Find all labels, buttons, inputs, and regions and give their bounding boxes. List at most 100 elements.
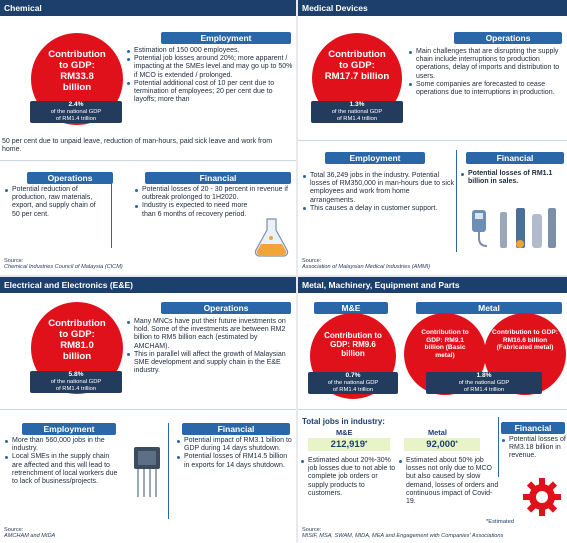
- medical-financial-list: Potential losses of RM1.1 billion in sal…: [460, 170, 566, 186]
- medical-header: Medical Devices: [298, 0, 567, 16]
- list-item: Total 36,249 jobs in the industry. Poten…: [302, 172, 456, 205]
- ee-financial-pill: Financial: [182, 423, 290, 435]
- mmep-metal-gdp-share: 1.8% of the national GDP of RM1.4 trilli…: [426, 372, 542, 394]
- chemical-employment-list: Estimation of 150 000 employees. Potenti…: [126, 47, 294, 104]
- ee-source: Source: AMCHAM and MIDA: [4, 527, 244, 539]
- list-item: Potential impact of RM3.1 billion to GDP…: [176, 437, 294, 453]
- medical-device-icon: [472, 208, 556, 248]
- chemical-gdp-pct: 2.4%: [68, 101, 84, 108]
- mmep-metal-pct-base: of RM1.4 trillion: [463, 386, 505, 393]
- mmep-me-pct-of: of the national GDP: [327, 379, 379, 386]
- mmep-me-pct-base: of RM1.4 trillion: [332, 386, 374, 393]
- mmep-jobs-me-value: 212,919*: [308, 438, 390, 451]
- mmep-me-contribution: Contribution to GDP: RM9.6 billion: [324, 331, 382, 359]
- mmep-header: Metal, Machinery, Equipment and Parts: [298, 277, 567, 293]
- list-item: Estimation of 150 000 employees.: [126, 47, 294, 55]
- medical-employment-list: Total 36,249 jobs in the industry. Poten…: [302, 172, 456, 213]
- mmep-me-list: Estimated about 20%-30% job losses due t…: [300, 457, 398, 498]
- list-item: Potential losses of RM14.5 billion in ex…: [176, 453, 294, 469]
- ee-gdp-pct: 5.8%: [68, 371, 84, 378]
- chemical-financial-pill: Financial: [145, 172, 291, 184]
- list-item: More than 560,000 jobs in the industry.: [4, 437, 118, 453]
- chemical-gdp-pct-of: of the national GDP: [50, 108, 102, 115]
- list-item: Estimated about 20%-30% job losses due t…: [300, 457, 398, 498]
- chemical-gdp-pct-base: of RM1.4 trillion: [55, 115, 97, 122]
- mmep-financial-list: Potential losses of RM3.18 billion in re…: [501, 436, 567, 461]
- list-item: Many MNCs have put their future investme…: [126, 318, 294, 351]
- jobs-me-number: 212,919: [330, 439, 365, 450]
- source-label: Source:: [302, 527, 322, 533]
- financial-text: Industry is expected to need more than 6…: [142, 202, 248, 218]
- medical-gdp-pct-base: of RM1.4 trillion: [336, 115, 378, 122]
- star: *: [365, 441, 368, 447]
- mmep-metal-pct: 1.8%: [476, 372, 492, 379]
- mmep-metal-pct-of: of the national GDP: [458, 379, 510, 386]
- mmep-jobs-metal-label: Metal: [428, 428, 447, 437]
- ee-header: Electrical and Electronics (E&E): [0, 277, 296, 293]
- source-text: Association of Malaysian Medical Industr…: [302, 264, 431, 271]
- ee-gdp-pct-of: of the national GDP: [50, 378, 102, 385]
- medical-panel: Medical Devices Contribution to GDP: RM1…: [298, 0, 567, 275]
- ee-gdp-contribution: Contribution to GDP: RM81.0 billion: [48, 318, 106, 362]
- divider: [168, 423, 169, 519]
- list-item: This in parallel will affect the growth …: [126, 351, 294, 376]
- chemical-panel: Chemical Contribution to GDP: RM33.8 bil…: [0, 0, 296, 275]
- medical-gdp-contribution: Contribution to GDP: RM17.7 billion: [324, 49, 390, 82]
- ee-operations-list: Many MNCs have put their future investme…: [126, 318, 294, 375]
- divider: [0, 409, 296, 410]
- divider: [298, 140, 567, 141]
- mmep-jobs-metal-value: 92,000*: [404, 438, 480, 451]
- medical-source: Source: Association of Malaysian Medical…: [302, 258, 564, 270]
- divider: [498, 417, 499, 477]
- chemical-header: Chemical: [0, 0, 296, 16]
- mmep-jobs-me-label: M&E: [336, 428, 353, 437]
- list-item: Industry is expected to need more than 6…: [134, 202, 294, 218]
- mmep-me-pct: 0.7%: [345, 372, 361, 379]
- ee-operations-pill: Operations: [161, 302, 291, 314]
- mmep-metal-pill: Metal: [416, 302, 562, 314]
- ee-gdp-share: 5.8% of the national GDP of RM1.4 trilli…: [30, 371, 122, 393]
- mmep-me-gdp-share: 0.7% of the national GDP of RM1.4 trilli…: [308, 372, 398, 394]
- microchip-icon: [134, 447, 160, 497]
- chemical-employment-pill: Employment: [161, 32, 291, 44]
- source-label: Source:: [4, 527, 24, 533]
- source-text: Chemical Industries Council of Malaysia …: [4, 264, 123, 271]
- divider: [298, 409, 567, 410]
- chemical-gdp-share: 2.4% of the national GDP of RM1.4 trilli…: [30, 101, 122, 123]
- medical-gdp-pct-of: of the national GDP: [331, 108, 383, 115]
- list-item: Potential losses of RM1.1 billion in sal…: [460, 170, 566, 186]
- medical-operations-list: Main challenges that are disrupting the …: [408, 48, 566, 97]
- flask-icon: [254, 218, 289, 257]
- chemical-operations-pill: Operations: [27, 172, 113, 184]
- medical-gdp-share: 1.3% of the national GDP of RM1.4 trilli…: [311, 101, 403, 123]
- list-item: Main challenges that are disrupting the …: [408, 48, 566, 81]
- jobs-metal-number: 92,000: [426, 439, 456, 450]
- source-label: Source:: [4, 258, 24, 264]
- chemical-gdp-contribution: Contribution to GDP: RM33.8 billion: [48, 49, 106, 93]
- divider: [456, 150, 457, 252]
- chemical-financial-list: Potential losses of 20 - 30 percent in r…: [134, 186, 294, 219]
- mmep-estimated-note: *Estimated: [486, 519, 515, 525]
- mmep-basic-metal-contribution: Contribution to GDP: RM9.1 billion (Basi…: [421, 329, 469, 359]
- mmep-source: Source: MISIF, MSA, SWAM, MIDA, MEA and …: [302, 527, 564, 539]
- ee-financial-list: Potential impact of RM3.1 billion to GDP…: [176, 437, 294, 470]
- ee-employment-pill: Employment: [22, 423, 116, 435]
- mmep-financial-pill: Financial: [501, 422, 565, 434]
- divider: [0, 160, 296, 161]
- list-item: Potential additional cost of 10 per cent…: [126, 80, 294, 105]
- chemical-operations-list: Potential reduction of production, raw m…: [4, 186, 102, 219]
- financial-text: Potential losses of 20 - 30 percent in r…: [142, 186, 288, 202]
- chemical-source: Source: Chemical Industries Council of M…: [4, 258, 244, 270]
- list-item: Potential losses of RM3.18 billion in re…: [501, 436, 567, 461]
- list-item: Potential job losses around 20%; more ap…: [126, 55, 294, 80]
- source-label: Source:: [302, 258, 322, 264]
- list-item: Estimated about 50% job losses not only …: [398, 457, 500, 506]
- mmep-me-pill: M&E: [314, 302, 388, 314]
- medical-operations-pill: Operations: [454, 32, 562, 44]
- medical-financial-pill: Financial: [466, 152, 564, 164]
- ee-employment-list: More than 560,000 jobs in the industry. …: [4, 437, 118, 486]
- divider: [111, 172, 112, 248]
- ee-gdp-pct-base: of RM1.4 trillion: [55, 385, 97, 392]
- source-text: AMCHAM and MIDA: [4, 533, 56, 540]
